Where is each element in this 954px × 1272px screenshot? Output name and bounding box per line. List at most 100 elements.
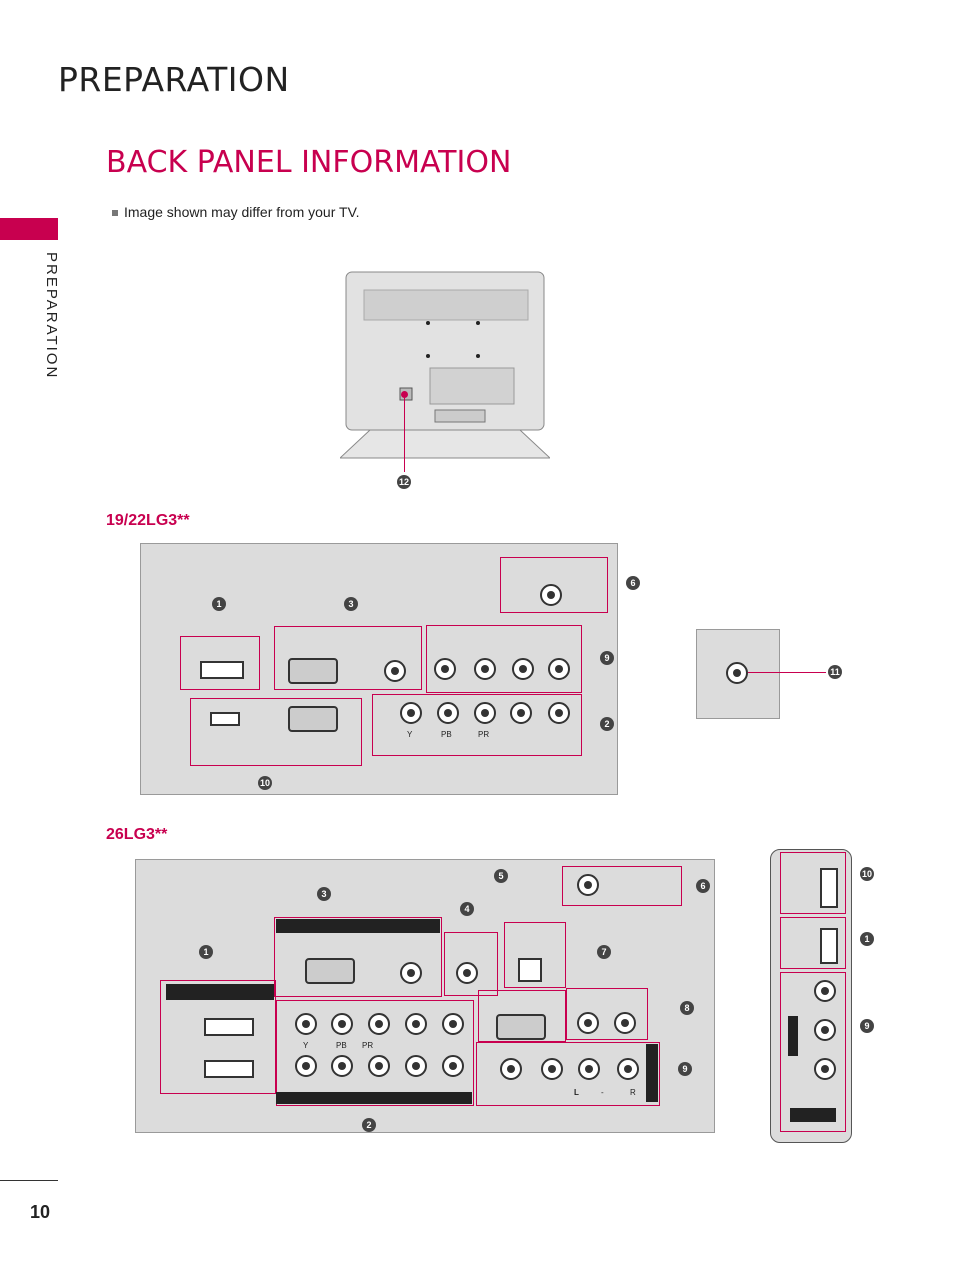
callout-6: 6 [626, 576, 640, 590]
s-video-jack-26[interactable] [500, 1058, 522, 1080]
callout-11: 11 [828, 665, 842, 679]
component-l-jack-26[interactable] [405, 1013, 427, 1035]
rgb-audio-box [444, 932, 498, 996]
audio-in-jack[interactable] [384, 660, 406, 682]
audio-out-box [566, 988, 648, 1040]
component-pr-jack-26[interactable] [368, 1013, 390, 1035]
av-side-box [780, 972, 846, 1132]
audio-l-jack-26[interactable] [578, 1058, 600, 1080]
hdmi-box [180, 636, 260, 690]
antenna-box [500, 557, 608, 613]
s-video-jack[interactable] [434, 658, 456, 680]
rs232-port-26[interactable] [496, 1014, 546, 1040]
headphone-jack[interactable] [726, 662, 748, 684]
note: Image shown may differ from your TV. [112, 204, 360, 220]
optical-port[interactable] [518, 958, 542, 982]
component-l-jack[interactable] [510, 702, 532, 724]
label-pr-26: PR [362, 1041, 374, 1050]
component2-pr-jack[interactable] [368, 1055, 390, 1077]
rs232-box [478, 990, 566, 1042]
side-audio-l-jack[interactable] [814, 1019, 836, 1041]
component-y-jack[interactable] [400, 702, 422, 724]
component-box [372, 694, 582, 756]
audio-out-l-jack[interactable] [577, 1012, 599, 1034]
antenna-jack[interactable] [540, 584, 562, 606]
service-box [190, 698, 362, 766]
component-pr-jack[interactable] [474, 702, 496, 724]
component2-y-jack[interactable] [295, 1055, 317, 1077]
callout-1-side: 1 [860, 932, 874, 946]
usb-port-26[interactable] [820, 868, 838, 908]
section-tab [0, 218, 58, 240]
hdmi-port[interactable] [200, 661, 244, 679]
component2-l-jack[interactable] [405, 1055, 427, 1077]
label-pb: PB [441, 730, 452, 739]
audio-in-jack-26[interactable] [400, 962, 422, 984]
label-y: Y [407, 730, 413, 739]
label-dash-26: - [601, 1088, 604, 1097]
rgb-port-26[interactable] [305, 958, 355, 984]
callout-5: 5 [494, 869, 508, 883]
hdmi-header [166, 984, 274, 1000]
rgb-port[interactable] [288, 658, 338, 684]
callout-6-26: 6 [696, 879, 710, 893]
side-audio-r-jack[interactable] [814, 1058, 836, 1080]
callout-2: 2 [600, 717, 614, 731]
av-box-26 [476, 1042, 660, 1106]
callout-line [748, 672, 826, 673]
usb-port[interactable] [210, 712, 240, 726]
callout-8: 8 [680, 1001, 694, 1015]
callout-10-26: 10 [860, 867, 874, 881]
component-r-jack-26[interactable] [442, 1013, 464, 1035]
component-pb-jack[interactable] [437, 702, 459, 724]
callout-10: 10 [258, 776, 272, 790]
hdmi2-port[interactable] [204, 1060, 254, 1078]
hdmi-side-port[interactable] [820, 928, 838, 964]
side-tab-label: PREPARATION [43, 252, 60, 380]
component-r-jack[interactable] [548, 702, 570, 724]
rgb-box-26 [274, 917, 442, 997]
callout-7: 7 [597, 945, 611, 959]
component2-r-jack[interactable] [442, 1055, 464, 1077]
av-box [426, 625, 582, 693]
page-header: PREPARATION [58, 60, 290, 99]
side-panel-26 [770, 849, 852, 1143]
audio-l-jack[interactable] [512, 658, 534, 680]
rgb-header [276, 919, 440, 933]
video-jack-26[interactable] [541, 1058, 563, 1080]
rgb-audio-jack[interactable] [456, 962, 478, 984]
component2-pb-jack[interactable] [331, 1055, 353, 1077]
callout-1-26: 1 [199, 945, 213, 959]
hdmi1-port[interactable] [204, 1018, 254, 1036]
antenna-box-26 [562, 866, 682, 906]
av-sidebar [646, 1044, 658, 1102]
side-video-jack[interactable] [814, 980, 836, 1002]
video-jack[interactable] [474, 658, 496, 680]
label-r-26: R [630, 1088, 636, 1097]
optical-box [504, 922, 566, 988]
label-pr: PR [478, 730, 490, 739]
callout-4: 4 [460, 902, 474, 916]
audio-out-r-jack[interactable] [614, 1012, 636, 1034]
callout-2-26: 2 [362, 1118, 376, 1132]
callout-3: 3 [344, 597, 358, 611]
callout-12: 12 [397, 475, 411, 489]
rs232-port[interactable] [288, 706, 338, 732]
audio-r-jack-26[interactable] [617, 1058, 639, 1080]
usb-box-26 [780, 852, 846, 914]
antenna-jack-26[interactable] [577, 874, 599, 896]
page-number: 10 [30, 1202, 51, 1222]
callout-9: 9 [600, 651, 614, 665]
callout-dot [401, 391, 408, 398]
component-pb-jack-26[interactable] [331, 1013, 353, 1035]
section-title: BACK PANEL INFORMATION [106, 145, 512, 180]
label-l-26: L [574, 1088, 579, 1097]
footer-rule [0, 1180, 58, 1181]
model-label-1: 19/22LG3** [106, 512, 190, 529]
callout-9-26: 9 [678, 1062, 692, 1076]
audio-r-jack[interactable] [548, 658, 570, 680]
component-footer [276, 1092, 472, 1104]
callout-3-26: 3 [317, 887, 331, 901]
hdmi-box-26 [160, 980, 276, 1094]
component-y-jack-26[interactable] [295, 1013, 317, 1035]
